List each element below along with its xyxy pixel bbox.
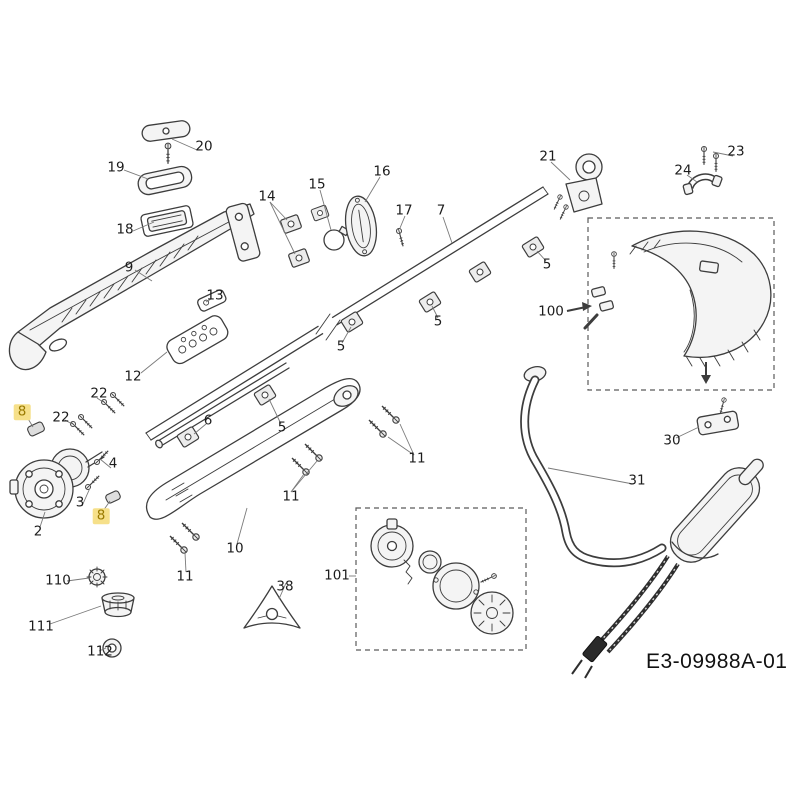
gasket-plate [166, 315, 229, 365]
leader-lines [26, 138, 734, 652]
cable-connector [582, 635, 608, 663]
shaft-tube [145, 186, 549, 441]
housing-end-bracket [225, 202, 261, 262]
clamp-bracket [682, 173, 723, 196]
flat-washer [102, 638, 122, 658]
down-arrow-icon [701, 362, 711, 384]
handle-assembly [520, 366, 764, 679]
hose-clamp [323, 225, 350, 251]
clutch-housing [9, 448, 105, 519]
starter-handle [141, 120, 191, 142]
top-cover [137, 165, 193, 196]
damper-part [105, 490, 121, 504]
small-bracket [197, 289, 227, 312]
star-washer [86, 566, 108, 588]
upper-shaft-housing [8, 202, 261, 371]
ignition-assembly [565, 153, 603, 213]
tri-blade [243, 585, 301, 629]
diagram-code: E3-09988A-01 [646, 650, 788, 673]
filter-tray [140, 205, 194, 237]
guard-bracket [696, 410, 740, 436]
cover-plate [344, 195, 378, 257]
damper-part [27, 421, 45, 437]
guard-group [583, 217, 775, 391]
trimmer-head-group [355, 507, 527, 651]
spool-hub [101, 592, 135, 618]
lower-shaft-housing [145, 378, 361, 520]
throttle-trigger [671, 541, 719, 559]
